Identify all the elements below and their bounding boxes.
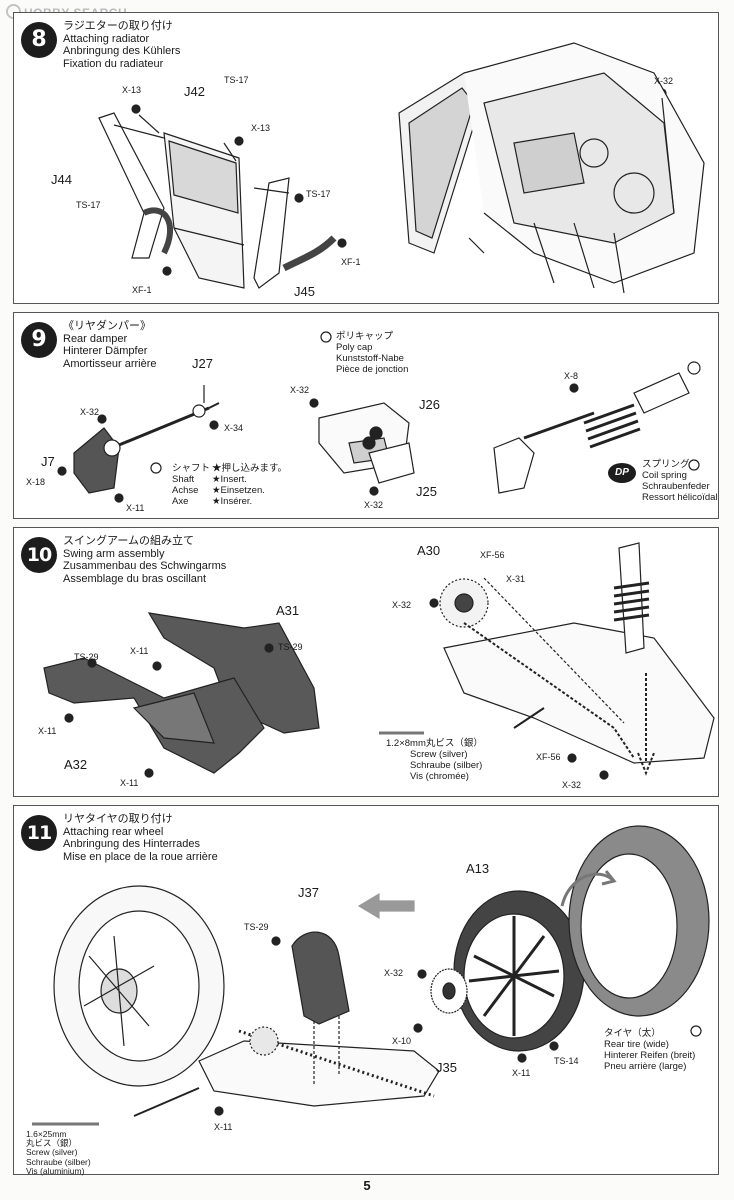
part-label: XF-56 [480, 550, 505, 560]
title-jp: リヤタイヤの取り付け [63, 813, 173, 825]
part-label: X-11 [38, 726, 57, 736]
part-label: J44 [51, 172, 72, 187]
step-10-panel: 10 スイングアームの組み立て Swing arm assembly Zusam… [13, 527, 719, 797]
step-title-block: 《リヤダンパー》 Rear damper Hinterer Dämpfer Am… [63, 320, 157, 370]
step-title-block: ラジエターの取り付け Attaching radiator Anbringung… [63, 20, 180, 70]
part-label: X-34 [224, 423, 244, 433]
title-en: Rear damper [63, 332, 128, 345]
polycap-note: ポリキャップ Poly cap Kunststoff-Nabe Pièce de… [336, 331, 409, 375]
part-label: X-32 [562, 780, 582, 790]
step-title-block: スイングアームの組み立て Swing arm assembly Zusammen… [63, 535, 226, 585]
title-de: Anbringung des Kühlers [63, 45, 181, 57]
part-label: X-8 [564, 371, 579, 381]
rear-damper-illustration [57, 331, 701, 503]
part-label: TS-17 [224, 75, 249, 85]
title-de: Anbringung des Hinterrades [63, 838, 200, 850]
page-number: 5 [363, 1178, 371, 1193]
part-label: X-32 [384, 968, 404, 978]
part-label: X-11 [512, 1068, 531, 1078]
shaft-note: シャフト Shaft Achse Axe [172, 463, 211, 507]
part-label: J7 [41, 454, 55, 469]
rear-wheel-illustration [32, 825, 710, 1126]
part-label: A32 [64, 757, 88, 772]
step-8-panel: 8 ラジエターの取り付け Attaching radiator Anbringu… [13, 12, 719, 304]
title-de: Hinterer Dämpfer [63, 345, 148, 357]
part-label: X-32 [290, 385, 310, 395]
title-fr: Fixation du radiateur [63, 57, 164, 70]
step-number-badge: 9 [21, 322, 57, 358]
title-en: Attaching radiator [63, 32, 150, 45]
part-label: A31 [276, 603, 300, 618]
radiator-illustration [98, 42, 705, 294]
part-label: X-11 [214, 1122, 233, 1132]
title-fr: Amortisseur arrière [63, 357, 157, 370]
part-label: TS-14 [554, 1056, 579, 1066]
part-label: J42 [184, 84, 205, 99]
part-label: TS-29 [278, 642, 303, 652]
step-number-badge: 10 [21, 537, 57, 573]
swing-arm-illustration [43, 542, 715, 780]
title-fr: Assemblage du bras oscillant [63, 572, 207, 585]
part-label: XF-56 [536, 752, 561, 762]
part-label: A13 [466, 861, 490, 876]
step-number-badge: 8 [21, 22, 57, 58]
part-label: X-13 [122, 85, 142, 95]
step-9-panel: 9 《リヤダンパー》 Rear damper Hinterer Dämpfer … [13, 312, 719, 519]
part-label: J27 [192, 356, 213, 371]
part-label: X-13 [251, 123, 271, 133]
part-label: X-10 [392, 1036, 412, 1046]
part-label: TS-17 [76, 200, 101, 210]
part-label: XF-1 [132, 285, 152, 295]
part-label: X-18 [26, 477, 46, 487]
part-label: X-11 [120, 778, 139, 788]
part-label: J45 [294, 284, 315, 299]
step-number-badge: 11 [21, 815, 57, 851]
part-label: X-32 [364, 500, 384, 510]
tire-note: タイヤ（太） Rear tire (wide) Hinterer Reifen … [604, 1028, 696, 1072]
title-fr: Mise en place de la roue arrière [63, 850, 218, 863]
part-label: X-32 [80, 407, 100, 417]
part-label: J37 [298, 885, 319, 900]
step-title-block: リヤタイヤの取り付け Attaching rear wheel Anbringu… [63, 813, 218, 863]
step-11-panel: 11 リヤタイヤの取り付け Attaching rear wheel Anbri… [13, 805, 719, 1176]
screw-note: 1.2×8mm丸ビス（銀） Screw (silver) Schraube (s… [386, 738, 483, 782]
part-label: X-31 [506, 574, 526, 584]
part-label: J35 [436, 1060, 457, 1075]
screw-note: 1.6×25mm 丸ビス（銀） Screw (silver) Schraube … [26, 1129, 91, 1176]
part-label: A30 [417, 543, 441, 558]
part-label: X-11 [130, 646, 149, 656]
spring-note: スプリング Coil spring Schraubenfeder Ressort… [642, 459, 718, 503]
title-de: Zusammenbau des Schwingarms [63, 560, 227, 572]
part-label: TS-29 [244, 922, 269, 932]
title-en: Attaching rear wheel [63, 825, 164, 838]
title-en: Swing arm assembly [63, 547, 165, 560]
part-label: X-11 [126, 503, 145, 513]
title-jp: 《リヤダンパー》 [63, 320, 151, 332]
dp-badge: DP [608, 463, 636, 483]
part-label: TS-29 [74, 652, 99, 662]
part-label: J26 [419, 397, 440, 412]
part-label: XF-1 [341, 257, 361, 267]
part-label: TS-17 [306, 189, 331, 199]
title-jp: ラジエターの取り付け [63, 20, 173, 32]
title-jp: スイングアームの組み立て [63, 535, 195, 547]
part-label: X-32 [392, 600, 412, 610]
insert-note: ★押し込みます。 ★Insert. ★Einsetzen. ★Insérer. [212, 463, 288, 507]
part-label: J25 [416, 484, 437, 499]
part-label: X-32 [654, 76, 674, 86]
